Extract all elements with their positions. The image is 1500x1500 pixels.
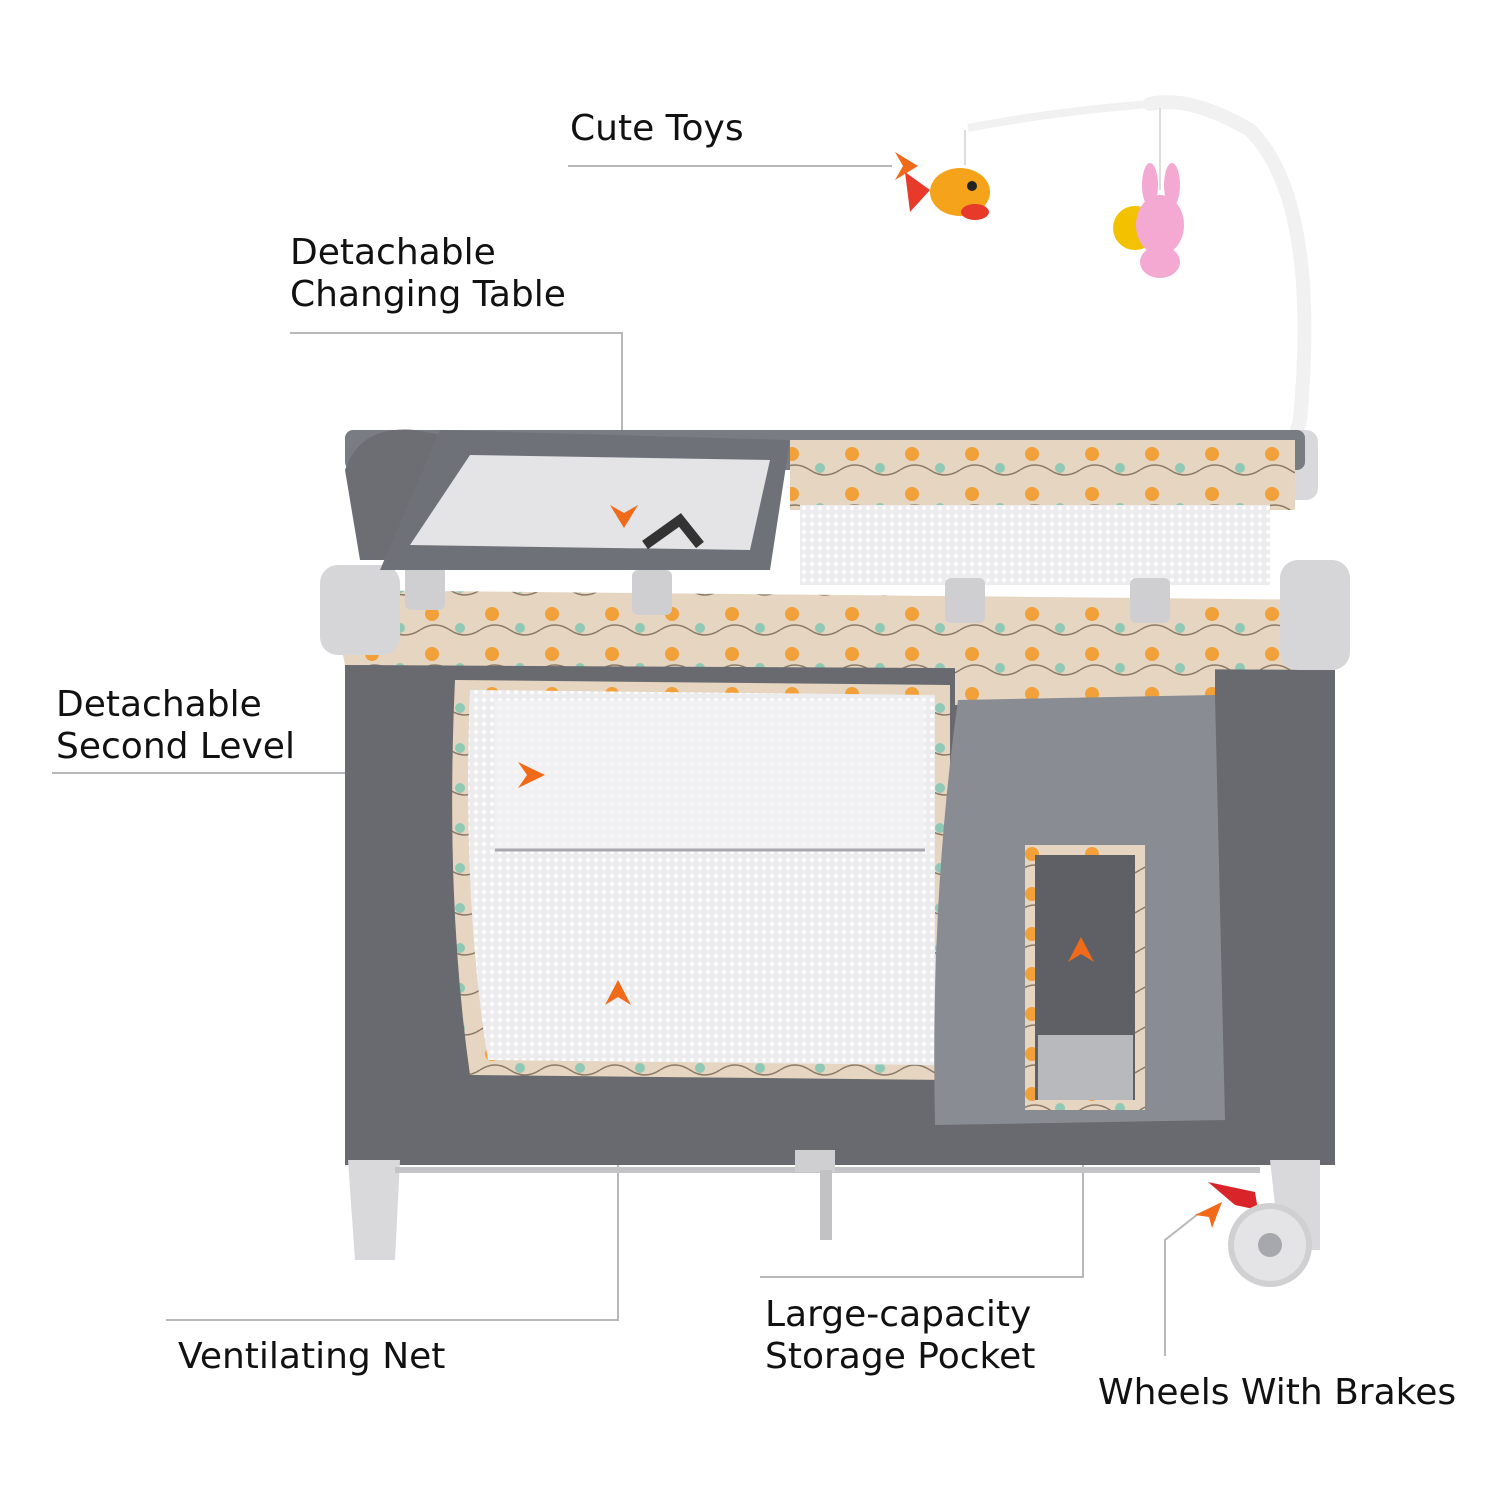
label-line: Wheels With Brakes	[1098, 1372, 1457, 1413]
label-wheels: Wheels With Brakes	[1098, 1372, 1456, 1414]
label-line: Storage Pocket	[765, 1336, 1036, 1377]
label-line: Changing Table	[290, 274, 566, 315]
label-cute-toys: Cute Toys	[570, 108, 744, 150]
label-line: Second Level	[56, 726, 295, 767]
wheel-with-brake-icon	[1208, 1182, 1312, 1287]
legs-and-base	[348, 1150, 1320, 1260]
arrow-icon	[895, 152, 918, 180]
label-line: Large-capacity	[765, 1294, 1032, 1335]
arrow-icon	[610, 505, 638, 528]
label-second-level: Detachable Second Level	[56, 684, 295, 768]
label-ventilating-net: Ventilating Net	[178, 1336, 445, 1378]
label-storage-pocket: Large-capacity Storage Pocket	[765, 1294, 1035, 1378]
bunny-toy	[1113, 163, 1184, 278]
arrow-icon	[605, 980, 631, 1005]
label-line: Ventilating Net	[178, 1336, 446, 1377]
arrow-icon	[518, 762, 545, 788]
label-line: Cute Toys	[570, 108, 744, 149]
arrow-icon	[1068, 937, 1094, 962]
arrow-icon	[1195, 1202, 1222, 1228]
label-line: Detachable	[290, 232, 496, 273]
indicator-arrows	[518, 152, 1222, 1228]
label-line: Detachable	[56, 684, 262, 725]
mesh-window	[452, 680, 950, 1080]
label-changing-table: Detachable Changing Table	[290, 232, 566, 316]
fish-toy	[905, 168, 990, 220]
leader-line-wheels	[1164, 1213, 1199, 1356]
storage-pocket	[934, 625, 1225, 1125]
changing-table	[345, 429, 790, 570]
